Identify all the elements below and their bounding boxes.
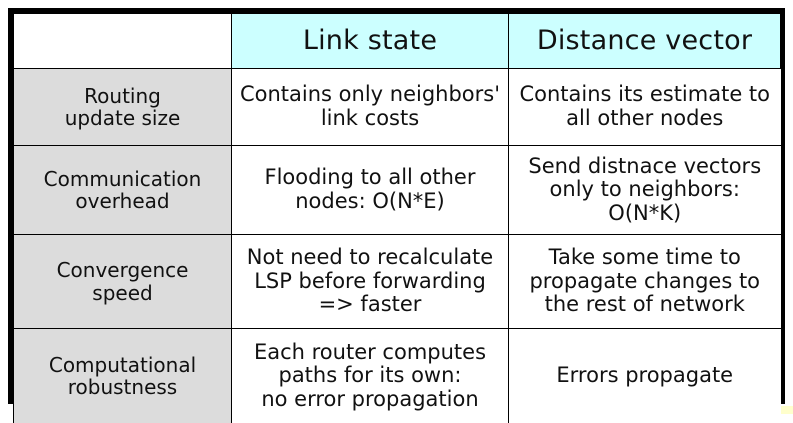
cell-line: paths for its own: — [238, 364, 502, 388]
row-label-line: Computational — [20, 354, 225, 376]
row-label-convergence-speed: Convergence speed — [14, 235, 232, 329]
cell-line: Each router computes — [238, 341, 502, 365]
cell-line: only to neighbors: — [515, 178, 775, 202]
cell-line: Flooding to all other — [238, 166, 502, 190]
cell-link-state-computational-robustness: Each router computes paths for its own: … — [232, 329, 509, 423]
cell-line: O(N*K) — [515, 202, 775, 226]
cell-line: propagate changes to — [515, 270, 775, 294]
column-header-link-state: Link state — [232, 14, 509, 69]
row-label-line: robustness — [20, 376, 225, 398]
cell-line: all other nodes — [515, 107, 775, 131]
row-label-routing-update-size: Routing update size — [14, 69, 232, 146]
cell-link-state-communication-overhead: Flooding to all other nodes: O(N*E) — [232, 146, 509, 235]
cell-line: Contains its estimate to — [515, 83, 775, 107]
cell-link-state-convergence-speed: Not need to recalculate LSP before forwa… — [232, 235, 509, 329]
cell-line: Send distnace vectors — [515, 155, 775, 179]
cell-distance-vector-communication-overhead: Send distnace vectors only to neighbors:… — [509, 146, 781, 235]
routing-comparison-table: Link state Distance vector Routing updat… — [13, 13, 781, 423]
table-header-row: Link state Distance vector — [14, 14, 781, 69]
cell-distance-vector-computational-robustness: Errors propagate — [509, 329, 781, 423]
table-row: Convergence speed Not need to recalculat… — [14, 235, 781, 329]
row-label-line: Convergence — [20, 259, 225, 281]
row-label-line: speed — [20, 282, 225, 304]
column-header-distance-vector: Distance vector — [509, 14, 781, 69]
table-row: Computational robustness Each router com… — [14, 329, 781, 423]
cell-line: LSP before forwarding — [238, 270, 502, 294]
comparison-table-frame: Link state Distance vector Routing updat… — [8, 8, 785, 404]
row-label-line: update size — [20, 107, 225, 129]
cell-line: nodes: O(N*E) — [238, 190, 502, 214]
cell-line: Not need to recalculate — [238, 246, 502, 270]
table-row: Communication overhead Flooding to all o… — [14, 146, 781, 235]
row-label-computational-robustness: Computational robustness — [14, 329, 232, 423]
cell-line: Contains only neighbors' — [238, 83, 502, 107]
cell-line: => faster — [238, 293, 502, 317]
cell-line: Errors propagate — [515, 364, 775, 388]
cell-link-state-routing-update-size: Contains only neighbors' link costs — [232, 69, 509, 146]
cell-distance-vector-routing-update-size: Contains its estimate to all other nodes — [509, 69, 781, 146]
slide-canvas: Link state Distance vector Routing updat… — [0, 0, 793, 414]
row-label-line: overhead — [20, 190, 225, 212]
header-corner-cell — [14, 14, 232, 69]
row-label-line: Communication — [20, 168, 225, 190]
cell-distance-vector-convergence-speed: Take some time to propagate changes to t… — [509, 235, 781, 329]
cell-line: Take some time to — [515, 246, 775, 270]
cell-line: the rest of network — [515, 293, 775, 317]
row-label-line: Routing — [20, 85, 225, 107]
row-label-communication-overhead: Communication overhead — [14, 146, 232, 235]
table-row: Routing update size Contains only neighb… — [14, 69, 781, 146]
cell-line: no error propagation — [238, 388, 502, 412]
cell-line: link costs — [238, 107, 502, 131]
